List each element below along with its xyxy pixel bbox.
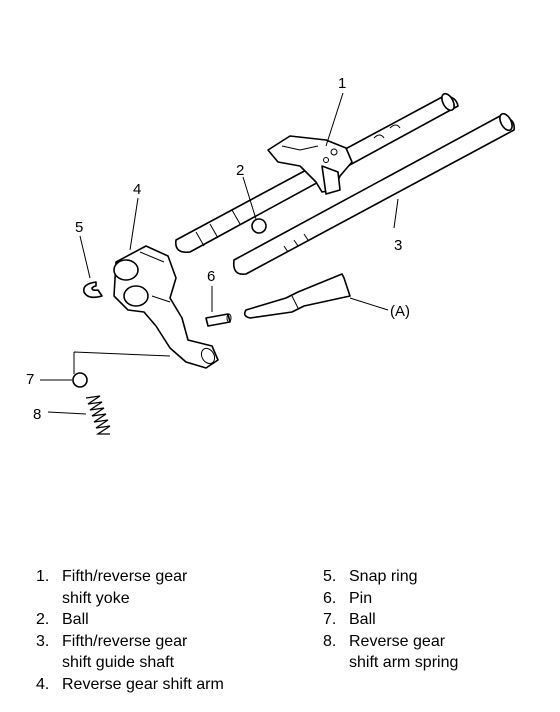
legend-num: 5. [323, 568, 337, 585]
snap-ring [82, 281, 103, 299]
legend-item-5: 5. Snap ring [323, 566, 543, 588]
legend-text: Reverse gear shift arm spring [349, 631, 543, 674]
legend-line: Fifth/reverse gear [62, 568, 188, 585]
legend-item-2: 2. Ball [36, 609, 286, 631]
legend-item-1: 1. Fifth/reverse gear shift yoke [36, 566, 286, 609]
legend-item-6: 6. Pin [323, 588, 543, 610]
legend-text: Ball [62, 611, 89, 628]
callout-5: 5 [75, 219, 83, 236]
legend-text: Reverse gear shift arm [62, 675, 224, 693]
legend-item-7: 7. Ball [323, 609, 543, 631]
legend-num: 4. [36, 675, 50, 693]
ball-2 [251, 218, 267, 234]
pin [205, 313, 232, 327]
legend-num: 3. [36, 632, 50, 650]
legend-line: Fifth/reverse gear [62, 632, 188, 650]
legend-item-8: 8. Reverse gear shift arm spring [323, 631, 543, 674]
callout-8: 8 [33, 406, 41, 423]
ball-7 [72, 372, 88, 388]
spring [85, 395, 111, 435]
callout-7: 7 [26, 371, 34, 388]
legend-num: 8. [323, 632, 337, 650]
legend-num: 6. [323, 589, 337, 607]
exploded-parts-diagram: 1 2 3 4 5 6 7 8 (A) [26, 75, 516, 435]
reverse-shift-arm [113, 245, 219, 369]
legend-num: 2. [36, 611, 50, 628]
legend-item-3: 3. Fifth/reverse gear shift guide shaft [36, 631, 286, 674]
legend-line: shift yoke [62, 589, 130, 607]
legend-text: Fifth/reverse gear shift yoke [62, 566, 286, 609]
legend-num: 7. [323, 611, 337, 628]
legend-line: Reverse gear [349, 632, 446, 650]
guide-shaft [232, 112, 516, 276]
legend-text: Pin [349, 589, 373, 607]
legend-line: shift arm spring [349, 654, 459, 671]
callout-4: 4 [133, 181, 141, 198]
leader-lines [40, 92, 399, 415]
legend-right: 5. Snap ring 6. Pin 7. Ball 8. Reverse g… [323, 566, 543, 674]
legend-text: Fifth/reverse gear shift guide shaft [62, 631, 286, 674]
legend-text: Snap ring [349, 568, 418, 585]
tool-a [243, 273, 351, 319]
callout-3: 3 [394, 237, 402, 254]
callout-2: 2 [236, 162, 244, 179]
legend-left: 1. Fifth/reverse gear shift yoke 2. Ball… [36, 566, 286, 695]
legend-text: Ball [349, 611, 376, 628]
callout-1: 1 [338, 75, 346, 92]
callout-6: 6 [207, 268, 215, 285]
legend-num: 1. [36, 568, 50, 585]
legend-item-4: 4. Reverse gear shift arm [36, 674, 286, 696]
shift-yoke [267, 135, 353, 195]
callout-tool-a: (A) [390, 303, 410, 320]
legend-line: shift guide shaft [62, 654, 175, 671]
